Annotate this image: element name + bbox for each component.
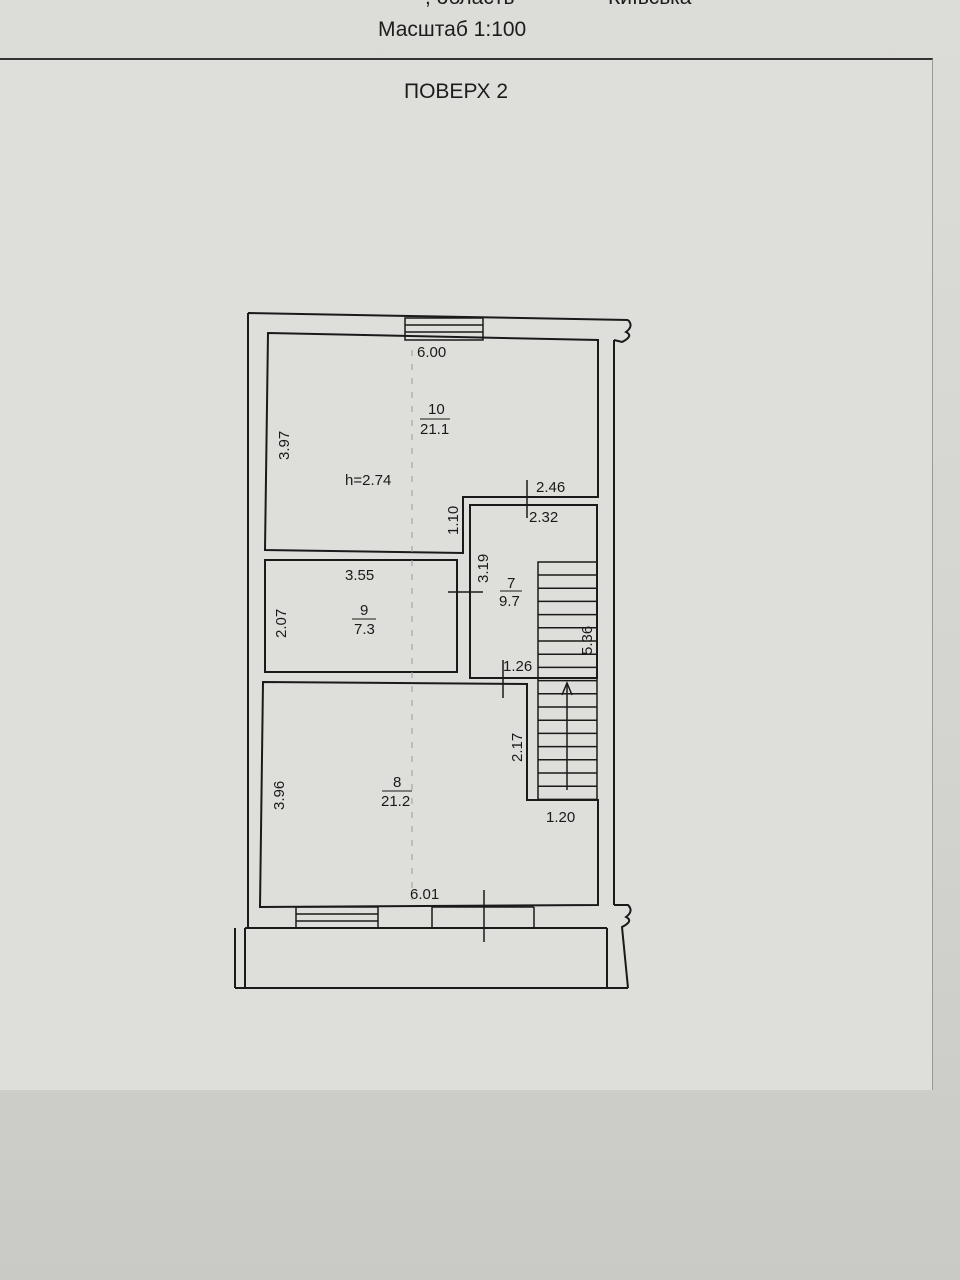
region-value: Київська (608, 0, 692, 10)
region-label: , область (425, 0, 514, 10)
dim-3-55: 3.55 (345, 567, 374, 584)
window-top (404, 317, 484, 341)
scale-label: Масштаб 1:100 (378, 18, 527, 41)
dim-3-19: 3.19 (475, 554, 492, 583)
staircase (537, 561, 598, 801)
dim-5-36: 5.36 (579, 626, 596, 655)
dim-2-07: 2.07 (273, 609, 290, 638)
room-7-number: 7 (507, 575, 515, 592)
room-10-outline (263, 331, 599, 555)
room-7-outline (469, 504, 598, 679)
dim-6-00: 6.00 (417, 344, 446, 361)
dim-1-20: 1.20 (546, 809, 575, 826)
dim-2-32: 2.32 (529, 509, 558, 526)
room-8-number: 8 (393, 774, 401, 791)
floor-title: ПОВЕРХ 2 (404, 80, 509, 103)
room-8-area: 21.2 (381, 793, 410, 810)
room-8-outline (258, 680, 599, 909)
dim-6-01: 6.01 (410, 886, 439, 903)
room-10-area: 21.1 (420, 421, 449, 438)
dim-2-46: 2.46 (536, 479, 565, 496)
room-9-outline (264, 559, 458, 673)
document-page (0, 58, 933, 1090)
dim-2-17: 2.17 (509, 733, 526, 762)
dim-1-10: 1.10 (445, 506, 462, 535)
room-7-area: 9.7 (499, 593, 520, 610)
height-note: h=2.74 (345, 472, 391, 489)
window-bottom (295, 906, 379, 929)
room-9-area: 7.3 (354, 621, 375, 638)
dim-3-96: 3.96 (271, 781, 288, 810)
outer-wall (247, 312, 632, 928)
dim-3-97: 3.97 (276, 431, 293, 460)
room-10-number: 10 (428, 401, 445, 418)
room-9-number: 9 (360, 602, 368, 619)
dim-1-26: 1.26 (503, 658, 532, 675)
